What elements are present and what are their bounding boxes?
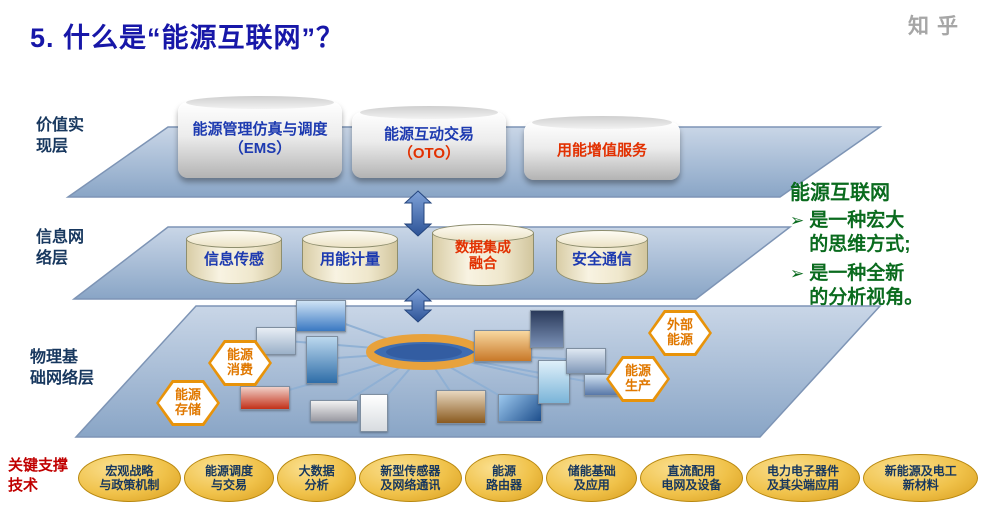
box-oto: 能源互动交易 （OTO） [352,106,506,178]
oval-energy-storage-application: 储能基础 及应用 [546,454,638,502]
power-lines-photo [530,310,564,348]
label-physical-layer: 物理基 础网络层 [30,349,95,387]
label-info-layer: 信息网 络层 [36,229,85,267]
arrow-bullet-icon: ➢ [790,211,805,230]
oval-new-energy-materials: 新能源及电工 新材料 [863,454,979,502]
port-bridge-photo [474,330,532,362]
cylinder-top [302,230,398,248]
wind-turbine-photo [538,360,570,404]
hexagon-external-energy: 外部 能源 [648,310,712,356]
truck-photo [296,300,346,332]
cylinder-top [432,224,534,242]
page-title: 5. 什么是“能源互联网”？ [30,23,345,53]
side-note-bullet-1: ➢ 是一种宏大 的思维方式; [790,209,982,258]
label-value-layer: 价值实 现层 [36,117,85,155]
box-ems: 能源管理仿真与调度 （EMS） [178,96,342,178]
arrow-info-physical [403,288,433,323]
substation-photo [566,348,606,374]
side-note-title: 能源互联网 [790,182,890,204]
side-note: 能源互联网 ➢ 是一种宏大 的思维方式; ➢ 是一种全新 的分析视角。 [790,176,982,310]
support-tech-row: 宏观战略 与政策机制 能源调度 与交易 大数据 分析 新型传感器 及网络通讯 能… [78,452,979,504]
solar-panel-photo [498,394,542,422]
watermark-zhihu: 知乎 [908,15,966,38]
oval-big-data-analysis: 大数据 分析 [277,454,357,502]
cylinder-top [186,230,282,248]
side-note-bullet-2: ➢ 是一种全新 的分析视角。 [790,262,982,311]
oval-new-sensors-network: 新型传感器 及网络通讯 [359,454,462,502]
oval-energy-router: 能源 路由器 [464,454,544,502]
cylinder-top [556,230,648,248]
arrow-bullet-icon: ➢ [790,263,805,283]
cylinder-secure-comms: 安全通信 [556,230,648,284]
oval-dc-distribution-grid: 直流配用 电网及设备 [640,454,743,502]
red-car-photo [240,386,290,410]
label-support-tech: 关键支撑 技术 [8,457,69,494]
hexagon-energy-production: 能源 生产 [606,356,670,402]
energy-hub-inner [386,344,462,360]
box-value-added-service: 用能增值服务 [524,116,680,180]
cylinder-body [186,239,282,284]
home-appliance-photo [360,394,388,432]
arrow-value-info [403,190,433,237]
oval-energy-dispatch-trading: 能源调度 与交易 [183,454,275,502]
cylinder-energy-metering: 用能计量 [302,230,398,284]
electric-motor-photo [436,390,486,424]
cylinder-info-sensing: 信息传感 [186,230,282,284]
silver-car-photo [310,400,358,422]
office-building-photo [306,336,338,384]
oval-macro-strategy: 宏观战略 与政策机制 [78,454,181,502]
cylinder-data-integration: 数据集成 融合 [432,224,534,286]
oval-power-electronics: 电力电子器件 及其尖端应用 [745,454,861,502]
